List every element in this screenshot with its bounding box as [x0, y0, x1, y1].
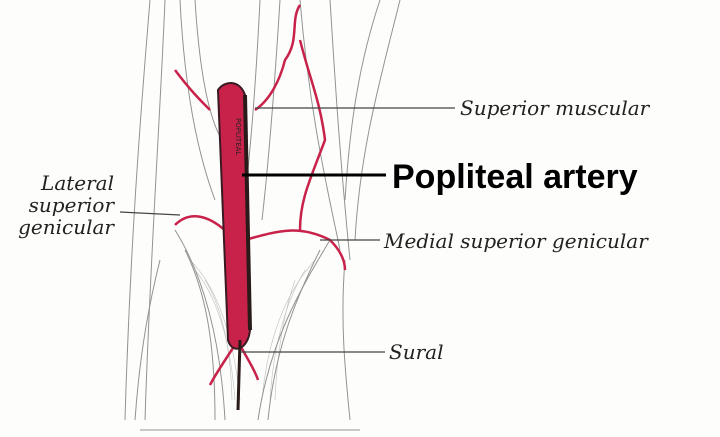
label-sural: Sural	[389, 340, 444, 364]
label-superior-muscular: Superior muscular	[460, 96, 650, 120]
leader-lines	[119, 107, 455, 353]
label-line: superior	[28, 193, 114, 217]
muscle-hatching	[124, 0, 401, 431]
label-medial-superior-genicular: Medial superior genicular	[384, 229, 648, 253]
label-lateral-superior-genicular: Lateral superior genicular	[18, 172, 114, 238]
label-line: genicular	[18, 215, 114, 239]
label-popliteal-artery: Popliteal artery	[392, 158, 638, 196]
label-line: Lateral	[41, 171, 114, 195]
artery-inscription: POPLITEAL	[234, 118, 242, 155]
